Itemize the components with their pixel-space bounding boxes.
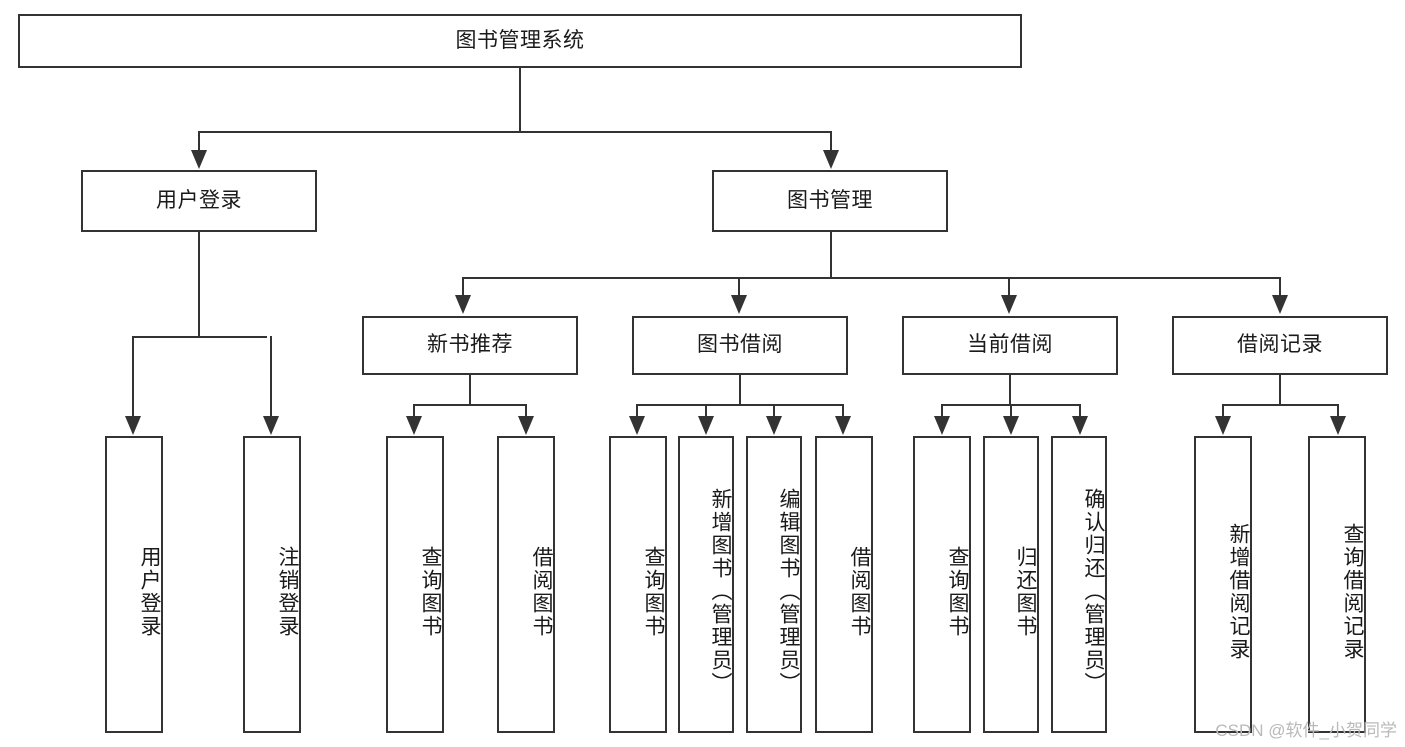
node-label: 编辑图书（管理员）	[777, 488, 800, 695]
arrowhead-leaf-borrow-book-1	[518, 416, 534, 435]
leaf-borrow-book-borrow[interactable]: 借阅图书	[815, 436, 873, 733]
connector-book-manage-branch-4	[1279, 277, 1281, 296]
node-label: 查询图书	[946, 545, 969, 638]
node-label: 借阅记录	[1237, 333, 1323, 357]
node-label: 图书管理系统	[455, 28, 585, 52]
connector-borrow-record-branch-2	[1337, 404, 1339, 418]
node-book-management[interactable]: 图书管理	[712, 170, 948, 232]
connector-current-borrow-branch-3	[1079, 404, 1081, 418]
connector-root-stem	[519, 68, 521, 132]
leaf-user-login[interactable]: 用户登录	[105, 436, 163, 733]
connector-root-to-book-manage	[830, 131, 832, 152]
arrowhead-leaf-borrow-book-2	[835, 416, 851, 435]
node-label: 归还图书	[1014, 545, 1037, 638]
connector-book-borrow-branch-4	[842, 404, 844, 418]
node-new-book-recommend[interactable]: 新书推荐	[362, 316, 578, 375]
arrowhead-leaf-confirm-return	[1072, 416, 1088, 435]
connector-new-book-stem	[469, 375, 471, 405]
connector-root-bus	[198, 131, 832, 133]
arrowhead-current-borrow	[1001, 295, 1017, 314]
connector-book-borrow-bus	[636, 404, 844, 406]
leaf-add-book-admin[interactable]: 新增图书（管理员）	[678, 436, 734, 733]
leaf-query-book-recommend[interactable]: 查询图书	[386, 436, 444, 733]
node-label: 新增借阅记录	[1227, 522, 1250, 661]
connector-book-borrow-branch-3	[773, 404, 775, 418]
connector-borrow-record-branch-1	[1222, 404, 1224, 418]
node-borrow-record[interactable]: 借阅记录	[1172, 316, 1388, 375]
arrowhead-leaf-user-login	[125, 416, 141, 435]
leaf-borrow-book-recommend[interactable]: 借阅图书	[497, 436, 555, 733]
connector-user-login-bus	[132, 336, 267, 338]
node-label: 注销登录	[276, 545, 299, 638]
node-label: 借阅图书	[848, 545, 871, 638]
connector-book-borrow-branch-2	[705, 404, 707, 418]
leaf-add-borrow-record[interactable]: 新增借阅记录	[1194, 436, 1252, 733]
arrowhead-book-manage	[823, 150, 839, 169]
arrowhead-new-book-recommend	[455, 295, 471, 314]
arrowhead-leaf-return-book	[1003, 416, 1019, 435]
leaf-confirm-return-admin[interactable]: 确认归还（管理员）	[1051, 436, 1107, 733]
arrowhead-book-borrow	[731, 295, 747, 314]
connector-user-login-branch-1	[132, 336, 134, 418]
connector-book-manage-branch-2	[738, 277, 740, 296]
node-user-login[interactable]: 用户登录	[81, 170, 317, 232]
connector-book-borrow-branch-1	[636, 404, 638, 418]
connector-borrow-record-stem	[1279, 375, 1281, 405]
connector-current-borrow-branch-2	[1010, 404, 1012, 418]
node-book-borrow[interactable]: 图书借阅	[632, 316, 848, 375]
arrowhead-leaf-query-book-3	[934, 416, 950, 435]
node-label: 图书借阅	[697, 333, 783, 357]
connector-book-manage-branch-1	[462, 277, 464, 296]
node-label: 新增图书（管理员）	[709, 488, 732, 695]
arrowhead-borrow-record	[1272, 295, 1288, 314]
connector-new-book-branch-2	[525, 404, 527, 418]
connector-book-borrow-stem	[739, 375, 741, 405]
connector-borrow-record-bus	[1222, 404, 1338, 406]
connector-book-manage-branch-3	[1008, 277, 1010, 296]
connector-new-book-bus	[413, 404, 527, 406]
connector-current-borrow-stem	[1009, 375, 1011, 405]
arrowhead-leaf-add-record	[1215, 416, 1231, 435]
node-label: 新书推荐	[427, 333, 513, 357]
connector-book-manage-stem	[830, 232, 832, 278]
leaf-return-book[interactable]: 归还图书	[983, 436, 1039, 733]
node-label: 查询图书	[642, 545, 665, 638]
leaf-query-book-borrow[interactable]: 查询图书	[609, 436, 667, 733]
leaf-edit-book-admin[interactable]: 编辑图书（管理员）	[746, 436, 802, 733]
leaf-query-borrow-record[interactable]: 查询借阅记录	[1308, 436, 1366, 733]
node-label: 借阅图书	[530, 545, 553, 638]
node-label: 当前借阅	[967, 333, 1053, 357]
node-label: 用户登录	[138, 545, 161, 638]
node-label: 查询图书	[419, 545, 442, 638]
connector-root-to-user-login	[198, 131, 200, 152]
connector-user-login-branch-2	[270, 336, 272, 418]
arrowhead-leaf-edit-book	[766, 416, 782, 435]
node-current-borrow[interactable]: 当前借阅	[902, 316, 1118, 375]
arrowhead-leaf-add-book	[698, 416, 714, 435]
arrowhead-leaf-query-book-2	[629, 416, 645, 435]
arrowhead-user-login	[191, 150, 207, 169]
leaf-logout[interactable]: 注销登录	[243, 436, 301, 733]
node-root-system[interactable]: 图书管理系统	[18, 14, 1022, 68]
arrowhead-leaf-logout	[263, 416, 279, 435]
node-label: 确认归还（管理员）	[1082, 488, 1105, 695]
node-label: 图书管理	[787, 188, 873, 212]
connector-new-book-branch-1	[413, 404, 415, 418]
connector-user-login-stem	[198, 232, 200, 337]
node-label: 用户登录	[156, 188, 242, 212]
node-label: 查询借阅记录	[1341, 522, 1364, 661]
connector-current-borrow-branch-1	[941, 404, 943, 418]
leaf-query-book-current[interactable]: 查询图书	[913, 436, 971, 733]
connector-book-manage-bus	[462, 277, 1280, 279]
arrowhead-leaf-query-book-1	[406, 416, 422, 435]
arrowhead-leaf-query-record	[1330, 416, 1346, 435]
